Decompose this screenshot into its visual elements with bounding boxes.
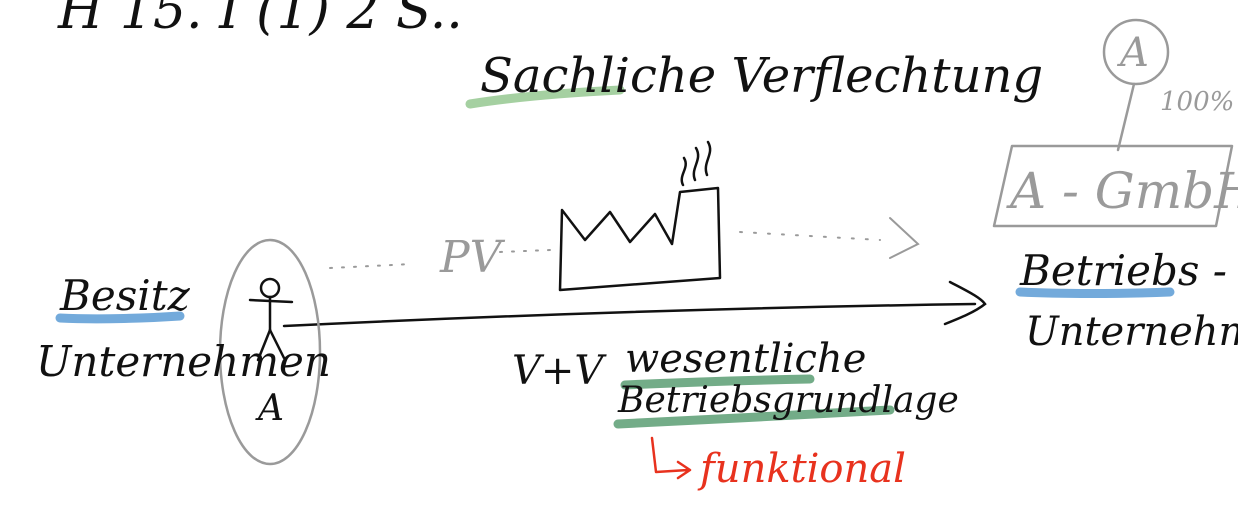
basis-label-line2: Betriebsgrundlage — [617, 380, 959, 421]
basis-label-line1: wesentliche — [625, 336, 866, 382]
diagram-title: Sachliche Verflechtung — [480, 48, 1043, 104]
right-label-line2: Unternehmen — [1025, 309, 1238, 355]
edge-label: V+V — [512, 348, 607, 394]
highlight-wesentliche — [620, 374, 815, 390]
ownership-line — [1116, 82, 1136, 152]
company-box — [992, 144, 1234, 228]
person-letter: A — [255, 388, 284, 429]
pv-arrowhead — [889, 217, 920, 259]
company-name: A - GmbH — [1006, 162, 1238, 220]
pv-label: PV — [439, 232, 506, 283]
main-arrow — [282, 280, 987, 328]
left-label-line2: Unternehmen — [36, 337, 331, 386]
owner-circle — [1102, 18, 1170, 86]
highlight-sachliche — [465, 85, 625, 109]
owner-letter: A — [1116, 30, 1149, 76]
qualifier-label: funktional — [697, 446, 906, 492]
factory-icon — [558, 140, 722, 292]
highlight-besitz — [55, 311, 185, 324]
pv-dotted-connection — [329, 217, 920, 269]
stick-figure-icon — [248, 277, 294, 362]
right-label-line1: Betriebs - — [1019, 246, 1227, 295]
highlight-betriebsgrundlage — [613, 405, 895, 429]
ownership-percent: 100% — [1160, 87, 1234, 117]
person-ellipse — [218, 238, 322, 466]
highlight-betriebs — [1015, 287, 1175, 298]
qualifier-arrow — [650, 436, 692, 480]
header-fragment: H 15. I (1) 2 S.. — [57, 0, 463, 41]
main-arrowhead — [943, 280, 987, 326]
left-label-line1: Besitz — [59, 271, 191, 320]
